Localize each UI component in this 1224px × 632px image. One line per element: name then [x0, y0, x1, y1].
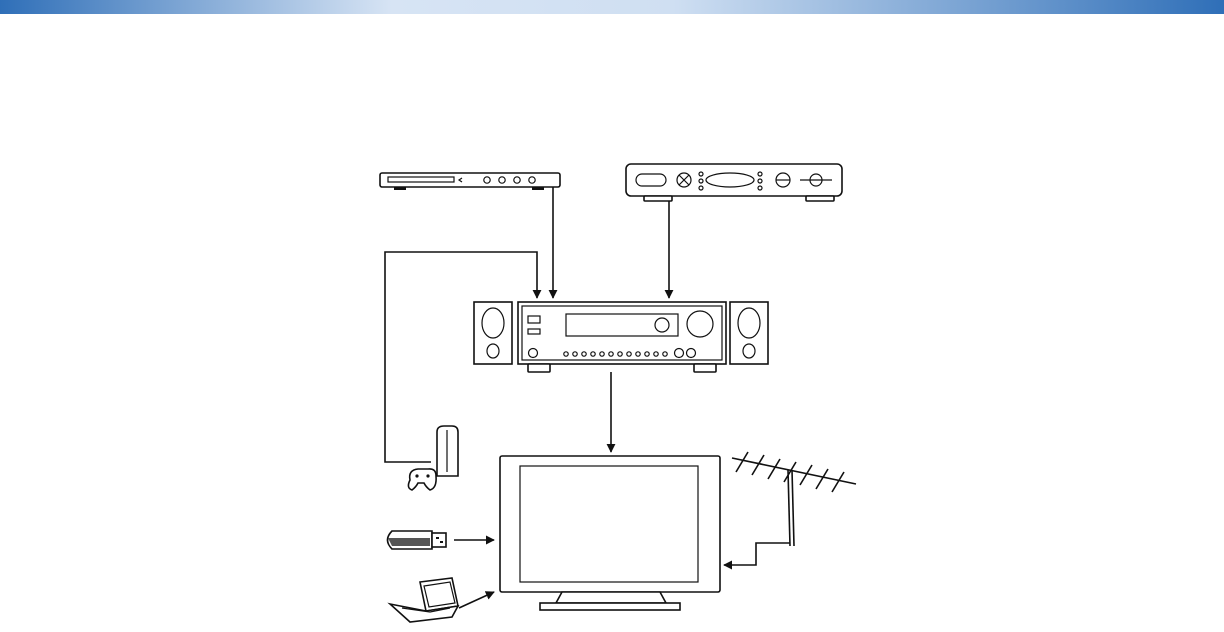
dvd-player-icon	[380, 173, 560, 190]
laptop-to-tv-arrow	[459, 592, 494, 608]
speaker-left-icon	[474, 302, 512, 364]
av-receiver-icon	[518, 302, 726, 372]
usb-drive-icon	[388, 531, 447, 549]
console-to-receiver-arrow	[385, 252, 537, 462]
antenna-to-tv-arrow	[724, 543, 790, 565]
game-console-icon	[408, 426, 458, 490]
speaker-right-icon	[730, 302, 768, 364]
antenna-icon	[732, 452, 856, 546]
set-top-box-icon	[626, 164, 842, 201]
tv-icon	[500, 456, 720, 610]
laptop-icon	[390, 578, 458, 622]
